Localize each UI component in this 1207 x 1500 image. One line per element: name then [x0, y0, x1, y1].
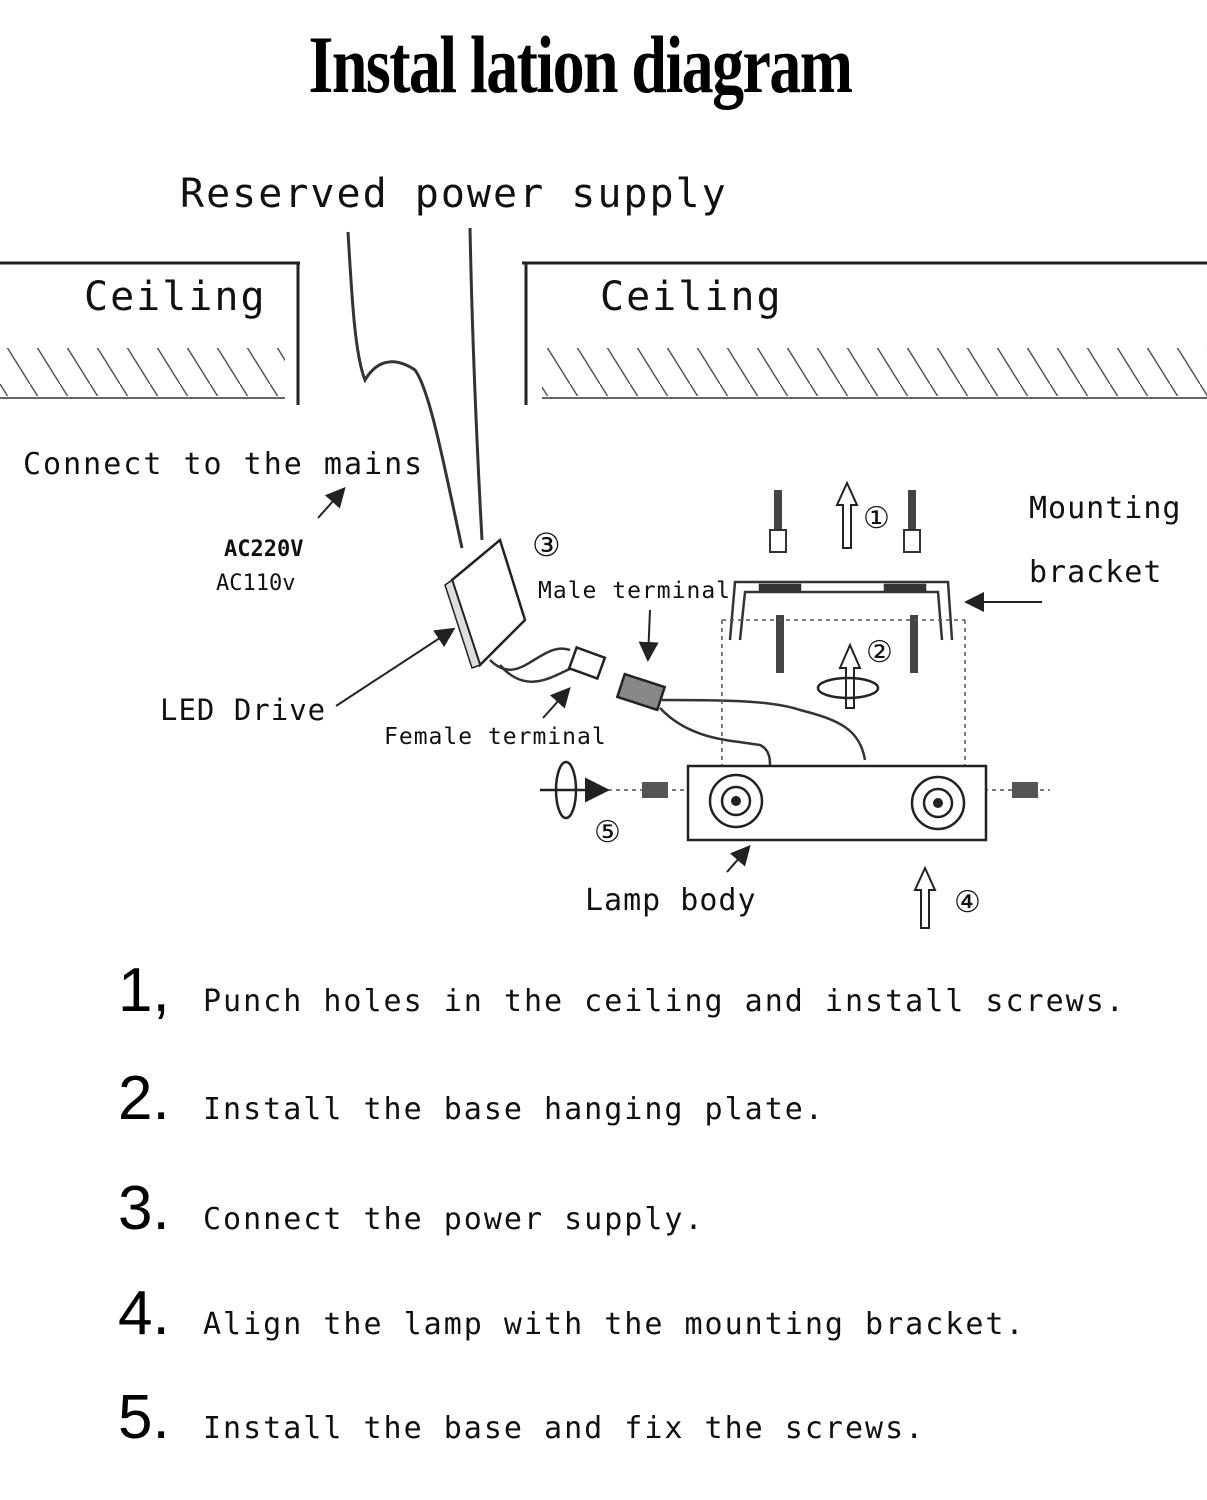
marker-3: ③	[532, 526, 561, 564]
diagram-title: Instal lation diagram	[308, 19, 854, 110]
ceiling-right-label: Ceiling	[600, 274, 783, 320]
step-text: Install the base and fix the screws.	[203, 1411, 926, 1446]
male-terminal	[615, 672, 867, 766]
ceiling-right	[522, 261, 1207, 405]
marker-2: ②	[866, 635, 893, 670]
step-4: 4. Align the lamp with the mounting brac…	[118, 1278, 1026, 1349]
step-2: 2. Install the base hanging plate.	[118, 1063, 825, 1134]
step-text: Install the base hanging plate.	[203, 1092, 825, 1127]
step-3: 3. Connect the power supply.	[118, 1173, 705, 1244]
step-1: 1, Punch holes in the ceiling and instal…	[118, 955, 1126, 1026]
lamp-body-label: Lamp body	[585, 883, 757, 918]
ac110-label: AC110v	[216, 571, 295, 596]
step-number: 2.	[118, 1064, 170, 1133]
lamp-body	[642, 764, 1038, 842]
step-text: Align the lamp with the mounting bracket…	[203, 1307, 1026, 1342]
led-driver	[444, 537, 581, 683]
guide-lines	[600, 619, 1050, 791]
step-text: Punch holes in the ceiling and install s…	[203, 984, 1126, 1019]
step-number: 4.	[118, 1279, 170, 1348]
push-arrow-icon	[540, 760, 610, 820]
rotate-arrow-icon	[816, 676, 880, 700]
ceiling-left-label: Ceiling	[84, 274, 267, 320]
led-drive-label: LED Drive	[160, 693, 326, 727]
marker-5: ⑤	[594, 815, 621, 850]
mounting-label: Mounting	[1029, 491, 1182, 526]
step-number: 3.	[118, 1174, 170, 1243]
reserved-power-label: Reserved power supply	[180, 171, 728, 217]
male-terminal-label: Male terminal	[538, 578, 731, 604]
marker-1: ①	[863, 501, 890, 536]
up-arrow-icon	[835, 480, 937, 929]
power-wires	[346, 227, 484, 549]
mounting-bracket	[728, 580, 954, 641]
female-terminal	[567, 645, 607, 681]
step-number: 5.	[118, 1383, 170, 1452]
installation-diagram: Reserved power supply Ceiling Ceiling	[0, 171, 1207, 929]
step-number: 1,	[118, 956, 170, 1025]
step-5: 5. Install the base and fix the screws.	[118, 1382, 925, 1453]
pointer-arrows	[317, 487, 1042, 873]
bracket-label: bracket	[1029, 555, 1162, 590]
ac220-label: AC220V	[224, 537, 303, 562]
ceiling-left	[0, 261, 300, 405]
marker-4: ④	[954, 885, 981, 920]
screw-icon	[769, 490, 921, 673]
female-terminal-label: Female terminal	[384, 724, 607, 750]
step-text: Connect the power supply.	[203, 1202, 705, 1237]
connect-mains-label: Connect to the mains	[23, 447, 424, 482]
